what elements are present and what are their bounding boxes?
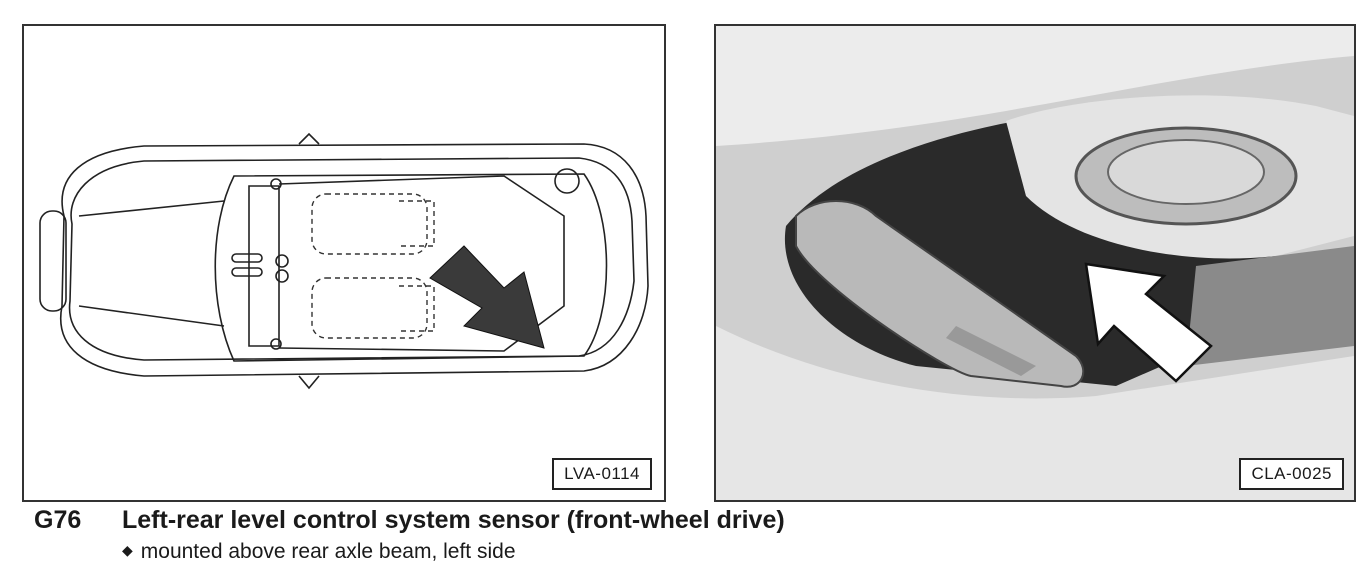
sensor-photo-figure: CLA-0025 bbox=[714, 24, 1356, 502]
sensor-photo-drawing bbox=[716, 26, 1354, 500]
figure-label-left: LVA-0114 bbox=[552, 458, 652, 490]
car-top-view-figure: LVA-0114 bbox=[22, 24, 666, 502]
white-arrow-icon bbox=[1084, 262, 1213, 383]
mounting-note: ◆ mounted above rear axle beam, left side bbox=[122, 540, 516, 564]
bullet-icon: ◆ bbox=[122, 542, 133, 558]
component-title: Left-rear level control system sensor (f… bbox=[122, 506, 785, 534]
dark-arrow-icon bbox=[429, 245, 545, 349]
figure-label-right: CLA-0025 bbox=[1239, 458, 1344, 490]
component-code: G76 bbox=[34, 506, 82, 534]
mounting-note-text: mounted above rear axle beam, left side bbox=[140, 540, 516, 563]
car-top-view-drawing bbox=[39, 132, 649, 390]
